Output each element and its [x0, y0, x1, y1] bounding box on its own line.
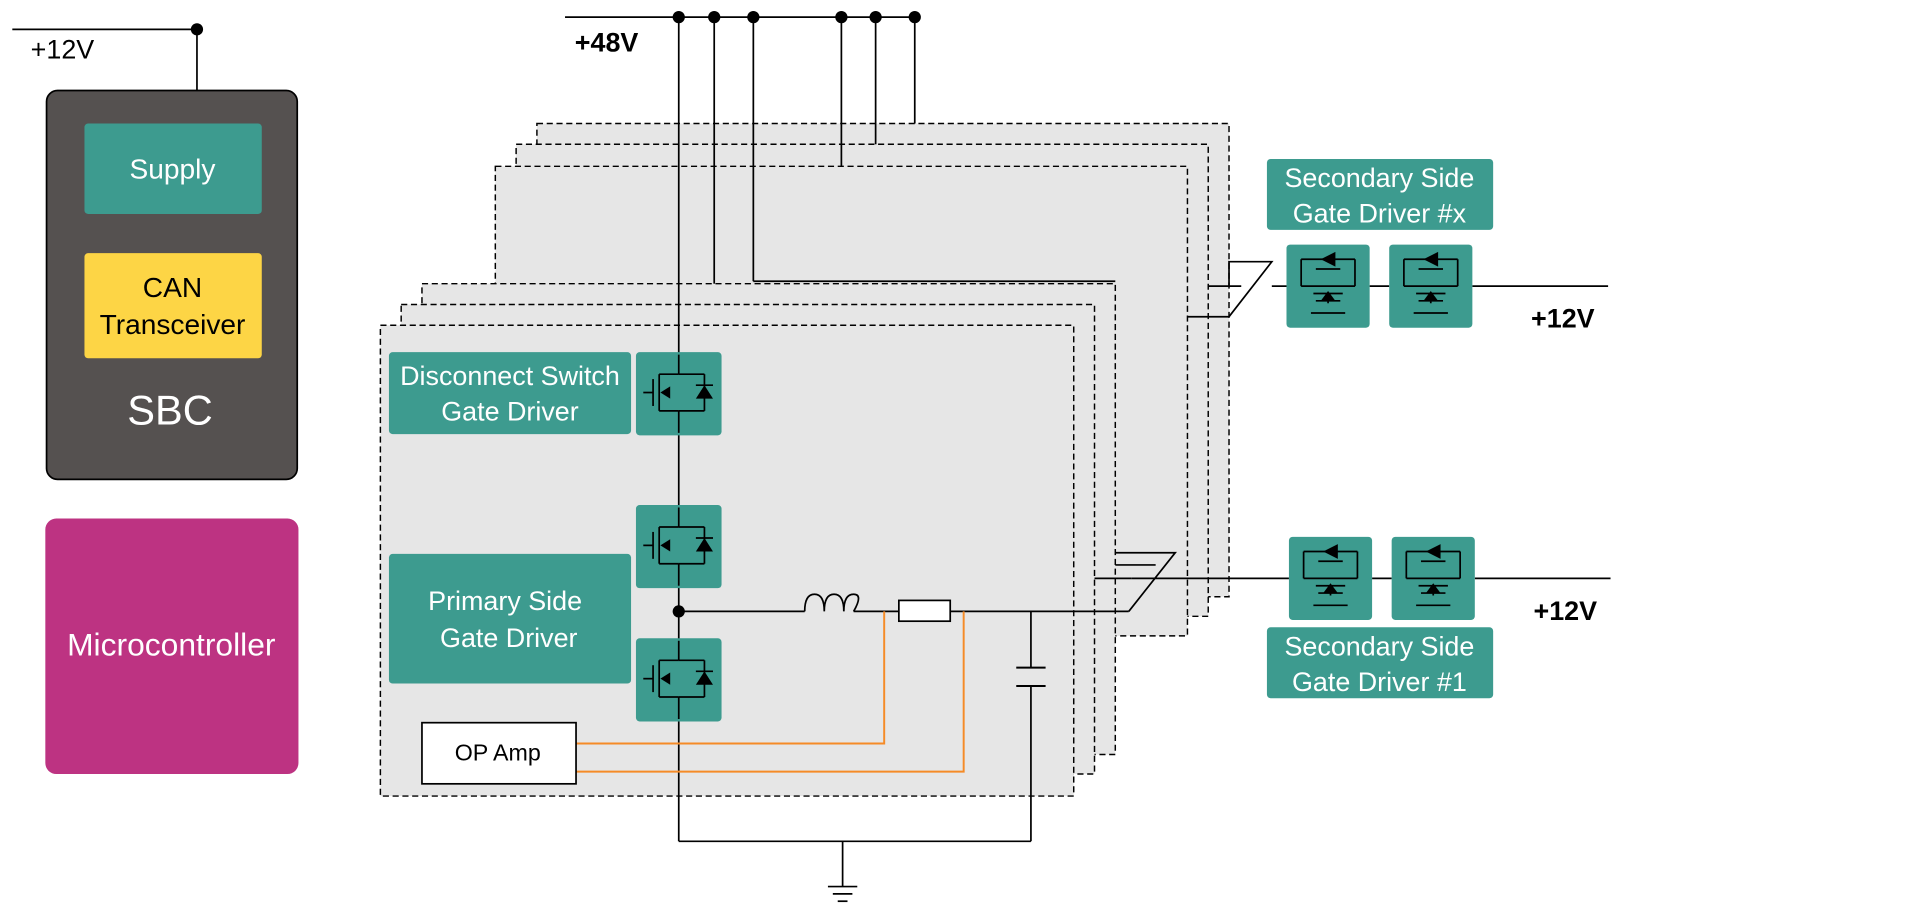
- shunt-resistor-icon: [898, 599, 952, 623]
- disconnect-switch-gate-driver: Disconnect Switch Gate Driver: [388, 352, 632, 435]
- sbc-supply-rail: +12V: [12, 23, 204, 91]
- disconnect-driver-label-line1: Disconnect Switch: [400, 361, 620, 391]
- supply-label: Supply: [130, 154, 216, 185]
- disconnect-mosfet-icon: [635, 351, 723, 437]
- current-sense-lines: [576, 611, 965, 773]
- microcontroller-block: Microcontroller: [45, 518, 299, 775]
- op-amp-block: OP Amp: [421, 721, 577, 785]
- output-x-voltage-label: +12V: [1531, 304, 1595, 334]
- inductor-icon: [803, 593, 860, 612]
- secondary-x-mosfet-a-icon: [1285, 243, 1371, 329]
- secondary-x-label-line2: Gate Driver #x: [1293, 199, 1467, 229]
- primary-driver-label-line1: Primary Side: [428, 586, 582, 616]
- can-transceiver-label-line2: Transceiver: [100, 309, 246, 340]
- secondary-x-label-line1: Secondary Side: [1284, 163, 1474, 193]
- secondary-side-gate-driver-1: Secondary Side Gate Driver #1: [1266, 627, 1494, 699]
- ground-icon: [827, 885, 858, 903]
- bus-taps-rear: [713, 17, 1116, 306]
- primary-driver-label-line2: Gate Driver: [440, 623, 578, 653]
- low-side-mosfet-icon: [635, 637, 723, 723]
- switch-node-dot: [672, 605, 685, 618]
- secondary-output-x-wiring: [1187, 260, 1609, 318]
- supply-block: [84, 123, 262, 214]
- secondary-side-gate-driver-x: Secondary Side Gate Driver #x: [1266, 158, 1494, 230]
- secondary-x-mosfet-b-icon: [1388, 243, 1474, 329]
- secondary-1-label-line2: Gate Driver #1: [1292, 667, 1467, 697]
- can-transceiver-block: [84, 253, 262, 359]
- main-bus-48v: +48V: [565, 16, 915, 57]
- capacitor-icon: [1016, 666, 1046, 687]
- sbc-supply-voltage-label: +12V: [31, 35, 95, 65]
- bus-junction-dots: [672, 11, 921, 24]
- secondary-output-1-wiring: [1094, 551, 1611, 612]
- sbc-block: Supply CAN Transceiver SBC: [45, 89, 299, 481]
- microcontroller-label: Microcontroller: [67, 626, 276, 662]
- high-side-mosfet-icon: [635, 504, 723, 590]
- disconnect-driver-label-line2: Gate Driver: [441, 397, 579, 427]
- secondary-1-mosfet-b-icon: [1390, 535, 1476, 621]
- secondary-1-mosfet-a-icon: [1288, 535, 1373, 621]
- can-transceiver-label-line1: CAN: [143, 272, 202, 303]
- primary-side-gate-driver: Primary Side Gate Driver: [388, 553, 632, 684]
- secondary-1-label-line1: Secondary Side: [1284, 631, 1474, 661]
- sbc-title: SBC: [127, 386, 212, 433]
- main-bus-voltage-label: +48V: [575, 27, 639, 57]
- op-amp-label: OP Amp: [455, 740, 541, 766]
- output-1-voltage-label: +12V: [1534, 596, 1598, 626]
